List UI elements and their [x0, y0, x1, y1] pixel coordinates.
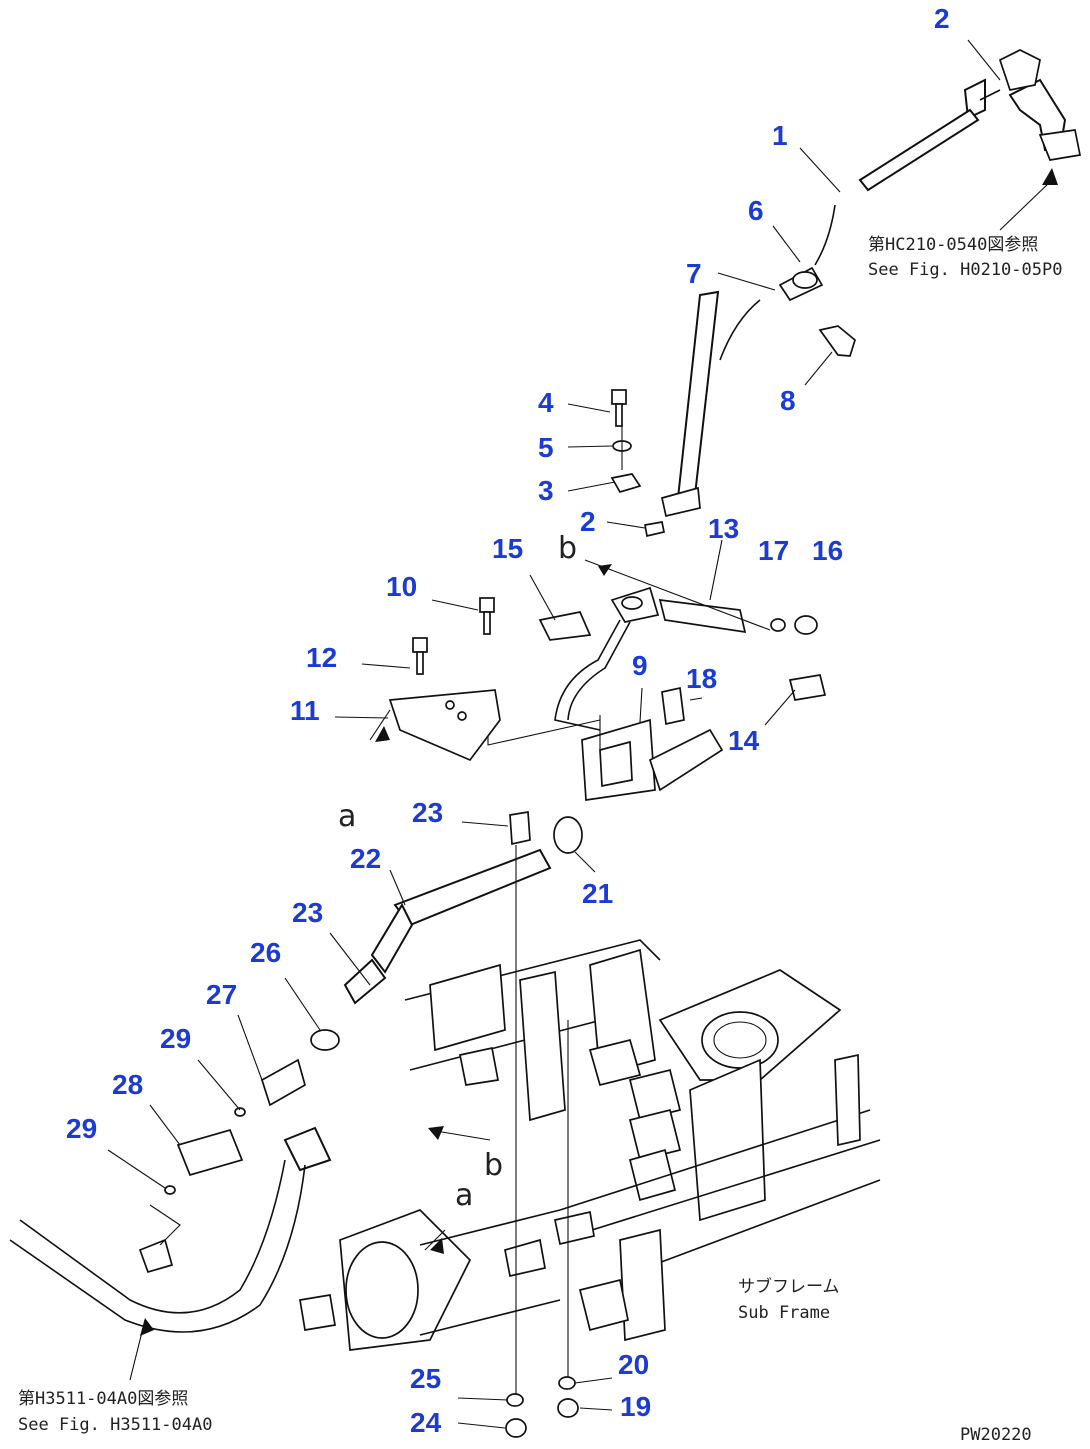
ref-top-en: See Fig. H0210-05P0 [868, 260, 1062, 280]
callout-27: 27 [206, 979, 237, 1010]
sub-frame [299, 939, 881, 1351]
callout-14: 14 [728, 725, 760, 756]
callout-9: 9 [632, 650, 648, 681]
letter-a-bottom: a [455, 1178, 473, 1213]
rods-and-nuts [505, 845, 579, 1438]
callout-15: 15 [492, 533, 523, 564]
callout-8: 8 [780, 385, 796, 416]
callout-16: 16 [812, 535, 843, 566]
exhaust-pipe-upper [660, 49, 1082, 518]
callout-13: 13 [708, 513, 739, 544]
letter-a-left: a [338, 799, 356, 834]
callout-24: 24 [410, 1407, 442, 1438]
callout-26: 26 [250, 937, 281, 968]
ref-bottom-en: See Fig. H3511-04A0 [18, 1415, 212, 1435]
callout-18: 18 [686, 663, 717, 694]
callout-labels: 2 1 6 7 8 4 5 3 2 13 17 16 15 10 12 11 9… [66, 3, 950, 1438]
callout-12: 12 [306, 642, 337, 673]
callout-5: 5 [538, 432, 554, 463]
subframe-label-en: Sub Frame [738, 1303, 830, 1323]
callout-20: 20 [618, 1349, 649, 1380]
subframe-label-jp: サブフレーム [738, 1276, 840, 1297]
callout-6: 6 [748, 195, 764, 226]
callout-29-bottom: 29 [66, 1113, 97, 1144]
callout-11: 11 [290, 695, 320, 726]
callout-21: 21 [582, 878, 613, 909]
callout-23-mid: 23 [292, 897, 323, 928]
drawing-code: PW20220 [960, 1425, 1032, 1445]
ref-top-jp: 第HC210-0540図参照 [868, 235, 1038, 255]
mounting-bracket-11 [388, 597, 501, 762]
reference-notes: 第HC210-0540図参照 See Fig. H0210-05P0 第H351… [18, 235, 1062, 1445]
callout-7: 7 [686, 258, 702, 289]
letter-b-top: b [558, 531, 577, 566]
ref-bottom-jp: 第H3511-04A0図参照 [18, 1389, 188, 1409]
callout-23-top: 23 [412, 797, 443, 828]
callout-2-top: 2 [934, 3, 950, 34]
callout-29-top: 29 [160, 1023, 191, 1054]
callout-10: 10 [386, 571, 417, 602]
callout-1: 1 [772, 120, 788, 151]
callout-2-mid: 2 [580, 506, 596, 537]
letter-b-bottom: b [484, 1148, 503, 1183]
callout-28: 28 [112, 1069, 143, 1100]
callout-19: 19 [620, 1391, 651, 1422]
leader-lines [107, 39, 1051, 1429]
middle-pipe-22 [9, 811, 583, 1333]
callout-25: 25 [410, 1363, 441, 1394]
callout-22: 22 [350, 843, 381, 874]
callout-4: 4 [538, 387, 554, 418]
callout-17: 17 [758, 535, 789, 566]
view-letters: b a b a [338, 531, 577, 1213]
direction-arrows [140, 168, 1058, 1336]
tail-pipe-and-brackets [487, 586, 827, 801]
bolt-washer-clamp-set [610, 389, 665, 538]
callout-3: 3 [538, 475, 554, 506]
